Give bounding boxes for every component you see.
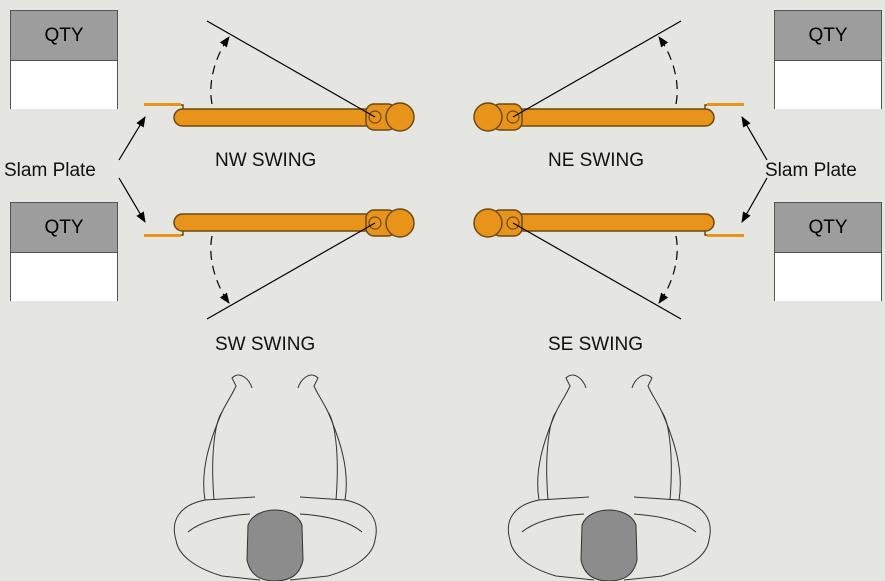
se-swing-arm [474, 209, 744, 319]
slam-plate-label-right: Slam Plate [765, 160, 857, 181]
qty-label: QTY [11, 11, 117, 61]
sw-swing-arm [144, 209, 414, 319]
qty-box-ne: QTY [774, 10, 882, 109]
slam-plate-arrows-right [741, 116, 768, 223]
qty-box-nw: QTY [10, 10, 118, 109]
qty-label: QTY [775, 203, 881, 253]
qty-label: QTY [775, 11, 881, 61]
qty-box-sw: QTY [10, 202, 118, 301]
qty-input-nw[interactable] [11, 61, 117, 109]
qty-box-se: QTY [774, 202, 882, 301]
ne-swing-arm [474, 21, 744, 131]
qty-label: QTY [11, 203, 117, 253]
slam-plate-label-left: Slam Plate [4, 160, 96, 181]
nw-swing-label: NW SWING [215, 150, 317, 171]
nw-swing-arm [144, 21, 414, 131]
ne-swing-label: NE SWING [548, 150, 645, 171]
sw-swing-label: SW SWING [215, 334, 316, 355]
qty-input-ne[interactable] [775, 61, 881, 109]
slam-plate-arrows-left [118, 116, 146, 223]
qty-input-se[interactable] [775, 253, 881, 301]
person-figure-right [507, 374, 711, 581]
qty-input-sw[interactable] [11, 253, 117, 301]
se-swing-label: SE SWING [548, 334, 644, 355]
person-figure-left [173, 374, 377, 581]
